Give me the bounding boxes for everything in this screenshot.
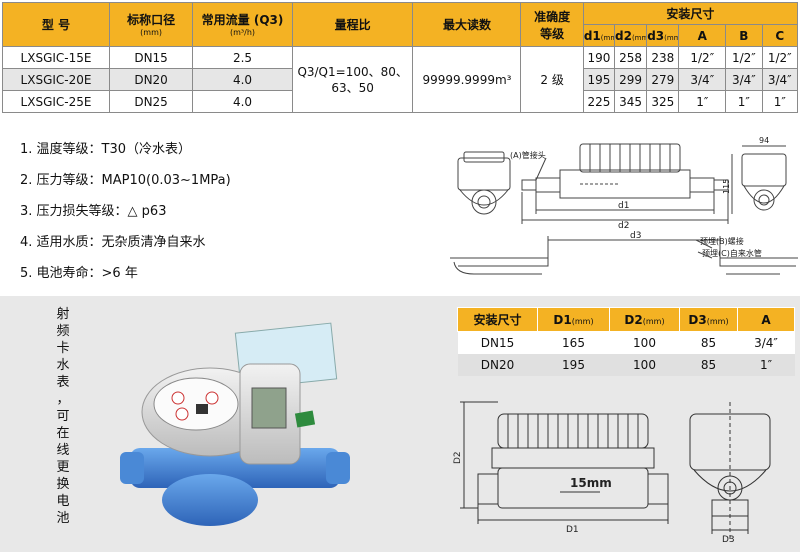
cell-dn: DN20 bbox=[109, 68, 194, 91]
header-b: B bbox=[725, 24, 763, 47]
note-battery-life: 5. 电池寿命：>6 年 bbox=[20, 266, 138, 281]
label-pipe-joint: (A)管接头 bbox=[510, 150, 546, 160]
header-d2: d2(mm) bbox=[613, 24, 648, 47]
cell-c: 3/4″ bbox=[761, 68, 799, 91]
dim-D2: D2 bbox=[453, 451, 463, 464]
cell-d2: 299 bbox=[613, 68, 648, 91]
cell-d1: 195 bbox=[582, 68, 616, 91]
cell-d3: 279 bbox=[646, 68, 680, 91]
cell-d2: 345 bbox=[613, 90, 648, 113]
cell-dn: DN25 bbox=[109, 90, 194, 113]
cell-d3: 325 bbox=[646, 90, 680, 113]
side-view-body bbox=[559, 169, 691, 199]
cell-flow: 2.5 bbox=[192, 46, 293, 69]
cell-max-reading: 99999.9999m³ bbox=[412, 46, 522, 113]
note-water-quality: 4. 适用水质：无杂质清净自来水 bbox=[20, 235, 206, 250]
meter-drawing: 15mm D1 D2 D3 bbox=[453, 401, 771, 545]
installation-drawing: (A)管接头 预埋(B)螺接 预埋(C)自来水管 94 115 d1 d2 d3 bbox=[450, 136, 798, 275]
label-embedded-screw: 预埋(B)螺接 bbox=[700, 236, 744, 246]
cell-d3: 238 bbox=[646, 46, 680, 69]
table-row: LXSGIC-15E DN15 2.5 Q3/Q1=100、80、63、50 9… bbox=[1, 46, 799, 113]
cell-c: 1/2″ bbox=[761, 46, 799, 69]
header-flow: 常用流量 (Q3)(m³/h) bbox=[192, 2, 293, 47]
cell-model: LXSGIC-15E bbox=[1, 46, 111, 69]
cell-dn: DN15 bbox=[109, 46, 194, 69]
cell-a: 3/4″ bbox=[678, 68, 727, 91]
note-temperature: 1. 温度等级：T30（冷水表） bbox=[20, 142, 192, 157]
note-pressure-loss: 3. 压力损失等级：△ p63 bbox=[20, 204, 167, 219]
table-row: DN15 165 100 85 3/4″ bbox=[457, 331, 795, 354]
cell-b: 1/2″ bbox=[725, 46, 763, 69]
cell-model: LXSGIC-25E bbox=[1, 90, 111, 113]
flow-label: 15mm bbox=[570, 476, 612, 490]
header-d3: D3(mm) bbox=[679, 307, 738, 332]
header-max-reading: 最大读数 bbox=[412, 2, 522, 47]
header-accuracy: 准确度等级 bbox=[520, 2, 584, 47]
label-embedded-pipe: 预埋(C)自来水管 bbox=[702, 248, 762, 258]
table-row: LXSGIC-20E DN20 4.0 195 299 279 3/4″ 3/4… bbox=[1, 68, 799, 91]
cell-d2: 258 bbox=[613, 46, 648, 69]
cell-model: LXSGIC-20E bbox=[1, 68, 111, 91]
dim-D1: D1 bbox=[566, 525, 579, 535]
dim-94: 94 bbox=[759, 136, 769, 145]
cell-a: 1″ bbox=[678, 90, 727, 113]
header-nominal: 标称口径(mm) bbox=[109, 2, 194, 47]
header-install: 安装尺寸 bbox=[457, 307, 538, 332]
header-a: A bbox=[678, 24, 727, 47]
header-range-ratio: 量程比 bbox=[291, 2, 414, 47]
header-c: C bbox=[761, 24, 799, 47]
cell-b: 3/4″ bbox=[725, 68, 763, 91]
cell-c: 1″ bbox=[761, 90, 799, 113]
cell-flow: 4.0 bbox=[192, 90, 293, 113]
spec-table: 型 号 标称口径(mm) 常用流量 (Q3)(m³/h) 量程比 最大读数 准确… bbox=[1, 2, 799, 113]
header-d1: d1(mm) bbox=[582, 24, 616, 47]
header-a: A bbox=[737, 307, 795, 332]
dim-D3: D3 bbox=[722, 535, 735, 545]
dim-115: 115 bbox=[722, 179, 731, 194]
table-row: DN20 195 100 85 1″ bbox=[457, 354, 795, 376]
cell-range-ratio: Q3/Q1=100、80、63、50 bbox=[291, 46, 414, 113]
header-install: 安装尺寸 bbox=[582, 2, 799, 25]
dim-d1: d1 bbox=[618, 201, 629, 211]
cell-d1: 225 bbox=[582, 90, 616, 113]
cell-accuracy: 2 级 bbox=[520, 46, 584, 113]
front-view-body bbox=[457, 157, 511, 191]
cell-d1: 190 bbox=[582, 46, 616, 69]
cell-flow: 4.0 bbox=[192, 68, 293, 91]
spec-notes: 1. 温度等级：T30（冷水表） 2. 压力等级：MAP10(0.03~1MPa… bbox=[20, 134, 231, 289]
dim-d3: d3 bbox=[630, 231, 641, 241]
end-view-body bbox=[741, 153, 787, 187]
note-pressure: 2. 压力等级：MAP10(0.03~1MPa) bbox=[20, 173, 231, 188]
cell-a: 1/2″ bbox=[678, 46, 727, 69]
header-model: 型 号 bbox=[1, 2, 111, 47]
header-d1: D1(mm) bbox=[537, 307, 610, 332]
water-meter-photo bbox=[120, 322, 350, 526]
vertical-caption: 射 频 卡 水 表 ， 可 在 线 更 换 电 池 bbox=[56, 307, 70, 526]
header-d3: d3(mm) bbox=[646, 24, 680, 47]
dim-d2: d2 bbox=[618, 221, 629, 231]
header-d2: D2(mm) bbox=[609, 307, 680, 332]
table-row: LXSGIC-25E DN25 4.0 225 345 325 1″ 1″ 1″ bbox=[1, 90, 799, 113]
cell-b: 1″ bbox=[725, 90, 763, 113]
dimension-table: 安装尺寸 D1(mm) D2(mm) D3(mm) A DN15 165 100… bbox=[457, 307, 795, 376]
